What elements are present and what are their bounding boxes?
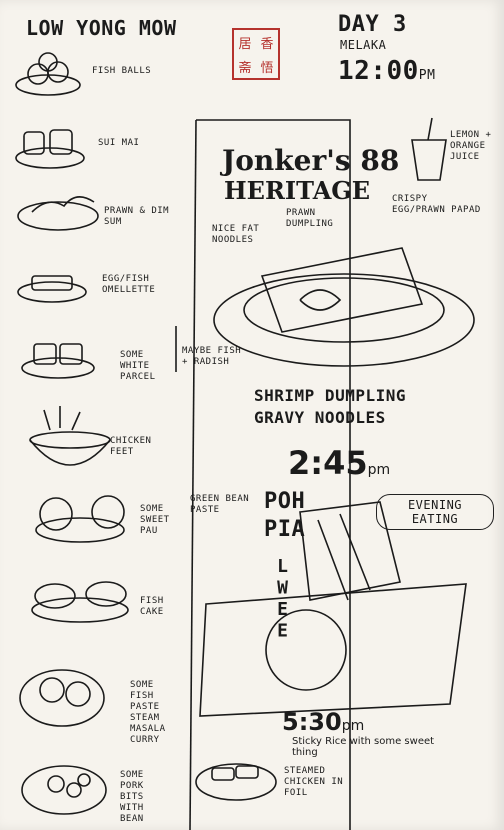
fish-paste-icon bbox=[19, 669, 105, 727]
noodle-plate-icon bbox=[213, 247, 475, 367]
day-label: DAY 3 bbox=[338, 12, 407, 37]
lunch-time-value: 12:00 bbox=[338, 56, 419, 86]
sticky-rice-icon bbox=[199, 583, 467, 717]
stamp-char-1: 居 bbox=[238, 36, 252, 52]
label-maybe-fish-radish: MAYBE FISH + RADISH bbox=[182, 346, 242, 367]
label-white-parcel: SOME WHITE PARCEL bbox=[120, 350, 156, 382]
evening-time-suffix: pm bbox=[341, 718, 365, 734]
omelette-icon bbox=[17, 275, 87, 303]
pork-bits-icon bbox=[21, 765, 107, 815]
fish-cake-icon bbox=[31, 581, 129, 623]
siu-mai-icon bbox=[15, 129, 85, 169]
label-prawn-dim-sum: PRAWN & DIM SUM bbox=[104, 206, 170, 227]
stamp-char-4: 悟 bbox=[260, 60, 274, 76]
jonker-subtitle: HERITAGE bbox=[224, 176, 371, 205]
juice-glass-icon bbox=[411, 117, 447, 181]
restaurant-title: LOW YONG MOW bbox=[26, 16, 177, 40]
jonker-title: Jonker's 88 bbox=[222, 144, 400, 177]
popiah-icon bbox=[299, 501, 401, 601]
evening-note: Sticky Rice with some sweet thing bbox=[292, 736, 435, 758]
place-label: MELAKA bbox=[340, 38, 387, 52]
label-fish-balls: FISH BALLS bbox=[92, 66, 152, 76]
label-sui-mai: SUI MAI bbox=[98, 138, 140, 148]
parcel-icon bbox=[21, 343, 95, 379]
snack-time: 2:45pm bbox=[288, 444, 390, 482]
chicken-feet-icon bbox=[29, 406, 111, 466]
snack-time-value: 2:45 bbox=[288, 444, 368, 482]
lunch-time: 12:00pm bbox=[338, 56, 435, 86]
label-juice: LEMON + ORANGE JUICE bbox=[450, 130, 492, 162]
label-green-bean-paste: GREEN BEAN PASTE bbox=[190, 494, 250, 515]
chop-stamp: 居 香 斋 悟 bbox=[232, 28, 280, 80]
snack-time-suffix: pm bbox=[367, 462, 391, 478]
label-fish-cake: FISH CAKE bbox=[140, 596, 164, 617]
label-fat-noodles: NICE FAT NOODLES bbox=[212, 224, 260, 245]
dish-name-line2: GRAVY NOODLES bbox=[254, 408, 386, 427]
pau-icon bbox=[35, 495, 125, 543]
label-foil-chicken: STEAMED CHICKEN IN FOIL bbox=[284, 766, 344, 798]
pohpia-label: POH PIA bbox=[264, 489, 306, 542]
label-chicken-feet: CHICKEN FEET bbox=[110, 436, 152, 457]
prawn-icon bbox=[17, 196, 99, 231]
stamp-char-3: 斋 bbox=[238, 60, 252, 76]
label-sweet-pau: SOME SWEET PAU bbox=[140, 504, 170, 536]
lwee-label: LWEE bbox=[272, 556, 293, 642]
label-fish-paste: SOME FISH PASTE STEAM MASALA CURRY bbox=[130, 680, 166, 745]
evening-time-value: 5:30 bbox=[282, 708, 342, 736]
label-prawn-dumpling: PRAWN DUMPLING bbox=[286, 208, 334, 229]
dish-name-line1: SHRIMP DUMPLING bbox=[254, 386, 406, 405]
evening-time: 5:30pm bbox=[282, 708, 364, 736]
lunch-time-suffix: pm bbox=[418, 68, 436, 83]
stamp-char-2: 香 bbox=[260, 36, 274, 52]
fish-balls-icon bbox=[15, 52, 81, 96]
label-papad: CRISPY egg/prawn PAPAD bbox=[392, 194, 481, 215]
label-omelette: EGG/FISH OMELLETTE bbox=[102, 274, 156, 295]
foil-chicken-icon bbox=[195, 763, 277, 801]
label-pork-bits: SOME PORK BITS WITH BEAN bbox=[120, 770, 144, 824]
evening-tag: EVENING EATING bbox=[376, 494, 494, 530]
